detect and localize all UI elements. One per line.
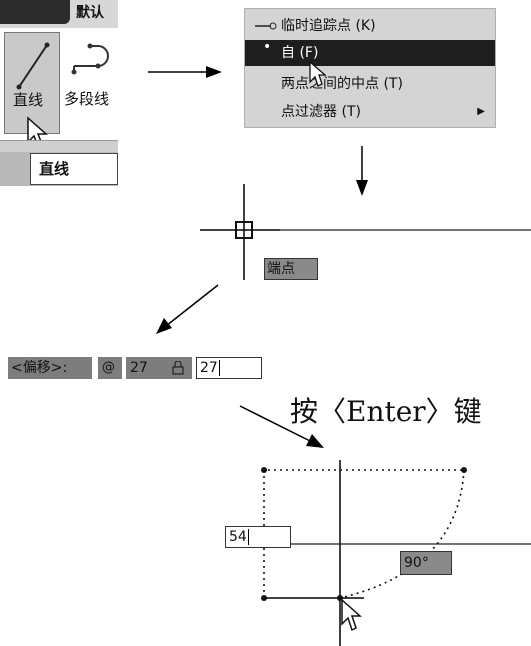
menu-item-label: 两点之间的中点 (T) [281, 76, 403, 92]
line-tool-button[interactable]: 直线 [4, 32, 60, 134]
endpoint-tooltip: 端点 [264, 258, 318, 280]
menu-item-point-filters[interactable]: 点过滤器 (T) ▶ [245, 99, 495, 125]
length-input-value: 54 [229, 529, 247, 545]
line-icon [16, 42, 50, 90]
endpoint-snap-crosshair [200, 184, 531, 280]
line-tooltip: 直线 [30, 153, 118, 185]
menu-item-temporary-tracking-point[interactable]: 临时追踪点 (K) [245, 13, 495, 39]
polyline-icon [71, 43, 109, 75]
angle-tooltip: 90° [400, 551, 452, 575]
text-caret [218, 360, 220, 376]
text-caret [247, 529, 249, 545]
offset-prompt: <偏移>: [8, 357, 92, 379]
offset-input-field[interactable]: 27 [196, 357, 262, 379]
relative-at-field[interactable]: @ [98, 357, 122, 379]
lock-icon [172, 361, 184, 375]
tab-default[interactable]: 默认 [76, 5, 104, 21]
offset-input-value: 27 [200, 360, 218, 376]
length-input-field[interactable]: 54 [225, 526, 291, 548]
instruction-caption: 按〈Enter〉键 [290, 395, 482, 428]
menu-item-label: 自 (F) [281, 45, 319, 61]
arrow-head [306, 434, 324, 448]
arrow-head [356, 180, 368, 196]
menu-item-label: 点过滤器 (T) [281, 104, 361, 120]
from-icon: • [263, 39, 272, 55]
polyline-tool-label: 多段线 [64, 90, 110, 108]
app-button[interactable] [0, 0, 70, 24]
object-snap-menu: 临时追踪点 (K) • 自 (F) 两点之间的中点 (T) 点过滤器 (T) ▶ [244, 8, 496, 128]
arrow-head [206, 66, 222, 78]
ribbon-panel-footer [0, 140, 118, 153]
mouse-cursor-icon [309, 60, 327, 87]
line-drawing-preview [228, 460, 531, 646]
submenu-arrow-icon: ▶ [477, 106, 485, 117]
endpoint-marker [235, 221, 253, 239]
menu-item-label: 临时追踪点 (K) [281, 18, 376, 34]
polyline-tool-button[interactable]: 多段线 [62, 32, 118, 132]
distance-field[interactable]: 27 [126, 357, 192, 379]
menu-item-from[interactable]: • 自 (F) [245, 39, 495, 66]
distance-value: 27 [130, 360, 148, 376]
arrow-head [156, 318, 172, 334]
menu-item-midpoint-between-2-points[interactable]: 两点之间的中点 (T) [245, 71, 495, 97]
line-tool-label: 直线 [13, 91, 44, 109]
mouse-cursor-icon [341, 598, 362, 632]
tracking-point-icon [255, 22, 277, 30]
